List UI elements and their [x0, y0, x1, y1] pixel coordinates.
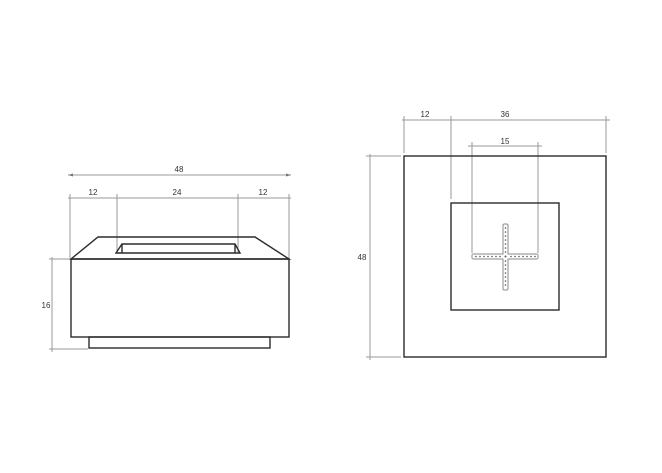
- burner-pan-outline: [450, 202, 560, 311]
- burner-opening: [114, 243, 242, 254]
- dimension-label-24: 24: [173, 188, 182, 197]
- dimension-label-16: 16: [42, 301, 51, 310]
- dimension-label-48-width: 48: [175, 165, 184, 174]
- dimension-height: 16: [42, 257, 88, 352]
- chamfered-top: [69, 236, 292, 260]
- plan-view: 12 36 15: [358, 110, 610, 360]
- dimension-burner-width: 15: [468, 137, 542, 253]
- cross-burner-icon: [471, 223, 539, 291]
- dimension-overall-depth: 48: [358, 154, 401, 360]
- front-elevation: 48 12 24 12 16: [42, 165, 292, 352]
- body: [70, 258, 290, 338]
- dimension-chain-top: 12 24 12: [68, 188, 291, 258]
- dimension-label-12-plan: 12: [421, 110, 430, 119]
- dimension-label-48-depth: 48: [358, 253, 367, 262]
- dimension-label-12-right: 12: [259, 188, 268, 197]
- dimension-label-12-left: 12: [89, 188, 98, 197]
- dimension-label-15: 15: [501, 137, 510, 146]
- dimension-chain-plan: 12 36: [402, 110, 610, 199]
- base-plinth: [88, 336, 271, 349]
- dimension-label-36: 36: [501, 110, 510, 119]
- dimension-overall-width: 48: [68, 165, 291, 177]
- outer-top-outline: [403, 155, 607, 358]
